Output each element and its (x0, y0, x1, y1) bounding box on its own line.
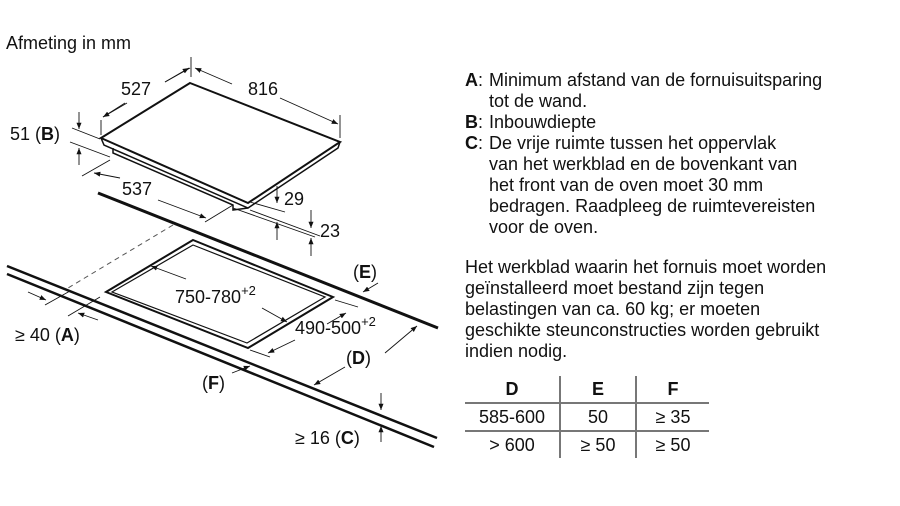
legend-text: Inbouwdiepte (489, 112, 597, 132)
cell: ≥ 50 (560, 431, 637, 458)
table-header: D E F (465, 376, 709, 404)
cell: 50 (560, 403, 637, 432)
legend-text: De vrije ruimte tussen het oppervlak (489, 133, 777, 153)
dim-bottom-537: 537 (122, 179, 152, 199)
note-line: indien nodig. (465, 341, 568, 361)
header-e: E (560, 376, 637, 404)
worktop-front-edge-top (6, 264, 438, 440)
dim-depth-527: 527 (121, 79, 151, 99)
cell: ≥ 50 (655, 434, 691, 455)
worktop-front-edge-bottom (6, 272, 435, 449)
worktop-back-edge (97, 191, 439, 330)
legend-text: tot de wand. (489, 91, 588, 111)
legend-text: voor de oven. (489, 217, 599, 237)
header-d: D (465, 376, 561, 404)
hob-top-surface (98, 81, 343, 205)
clearance-table: D E F 585-600 50 ≥ 35 > 600 ≥ 50 ≥ 50 (465, 376, 709, 458)
legend-item-b: B: Inbouwdiepte (465, 112, 597, 132)
table-row: > 600 ≥ 50 ≥ 50 (465, 431, 709, 458)
legend-text: van het werkblad en de bovenkant van (489, 154, 798, 174)
cell: ≥ 35 (636, 403, 709, 432)
table-row: 585-600 50 ≥ 35 (465, 403, 709, 432)
note-line: geïnstalleerd moet bestand zijn tegen (465, 278, 765, 298)
label-e: (E) (353, 262, 377, 282)
note-line: Het werkblad waarin het fornuis moet wor… (465, 257, 827, 277)
legend-item-a: A: Minimum afstand van de fornuisuitspar… (465, 70, 823, 111)
diagram-title: Afmeting in mm (6, 33, 132, 53)
dim-cutout-width: 750-780+2 (175, 283, 256, 307)
load-note: Het werkblad waarin het fornuis moet wor… (465, 257, 895, 362)
label-min-a: ≥ 40 (A) (15, 325, 80, 345)
note-line: geschikte steunconstructies worden gebru… (465, 320, 820, 340)
dim-23: 23 (320, 221, 340, 241)
legend-text: Minimum afstand van de fornuisuitsparing (489, 70, 823, 90)
dim-cutout-depth: 490-500+2 (295, 314, 376, 338)
legend-text: bedragen. Raadpleeg de ruimtevereisten (489, 196, 816, 216)
note-line: belastingen van ca. 60 kg; er moeten (465, 299, 761, 319)
dim-height-b: 51 (B) (10, 124, 60, 144)
cell: 585-600 (465, 403, 561, 432)
legend: A: Minimum afstand van de fornuisuitspar… (465, 70, 822, 238)
legend-key: A (465, 70, 478, 90)
header-f: F (636, 376, 709, 404)
label-d: (D) (346, 348, 371, 368)
cell: > 600 (465, 431, 561, 458)
cutout-inner (110, 244, 327, 344)
cutout-outer (103, 238, 336, 350)
label-min-c: ≥ 16 (C) (295, 428, 360, 448)
label-f: (F) (202, 373, 225, 393)
legend-key: B (465, 112, 478, 132)
legend-text: het front van de oven moet 30 mm (489, 175, 764, 195)
dashed-guide (67, 224, 174, 289)
dim-width-816: 816 (248, 79, 278, 99)
legend-key: C (465, 133, 478, 153)
dim-29: 29 (284, 189, 304, 209)
legend-item-c: C: De vrije ruimte tussen het oppervlak … (465, 133, 816, 237)
